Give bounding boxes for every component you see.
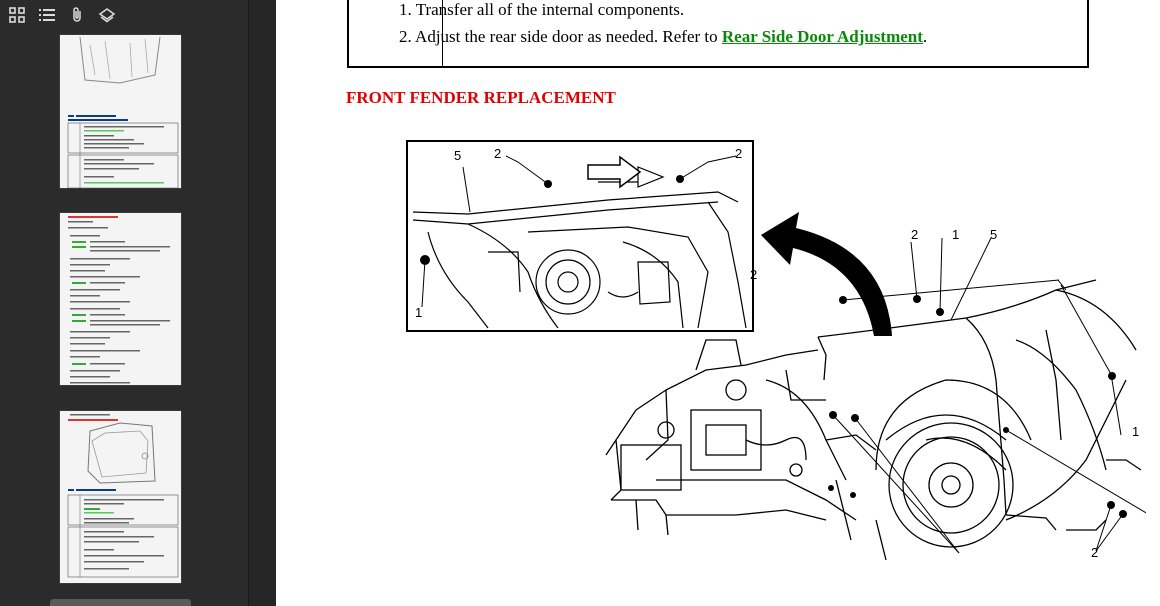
layers-icon [98, 8, 116, 23]
table-column-divider [442, 0, 443, 66]
front-fender-illustration: 5 2 2 1 2 2 1 5 1 2 4 3 [406, 140, 1146, 606]
inset-callout-5: 5 [454, 148, 462, 163]
procedure-step-1: 1. Transfer all of the internal componen… [399, 0, 685, 19]
vehicle-line-drawing [605, 212, 1146, 561]
attachments-button[interactable] [66, 4, 88, 26]
procedure-table [347, 0, 1089, 68]
removal-direction-arrow [761, 212, 892, 336]
page-thumbnail-2-preview [60, 213, 181, 385]
outline-button[interactable] [36, 4, 58, 26]
layers-button[interactable] [96, 4, 118, 26]
procedure-step-2: 2. Adjust the rear side door as needed. … [399, 27, 927, 47]
page-thumbnail-3[interactable] [59, 410, 182, 584]
page-thumbnail-1[interactable] [59, 34, 182, 189]
document-view: 1. Transfer all of the internal componen… [276, 0, 1160, 606]
forward-direction-arrow [587, 155, 642, 189]
rear-side-door-adjustment-link[interactable]: Rear Side Door Adjustment [721, 27, 923, 46]
paperclip-icon [73, 7, 81, 22]
callout-5-top: 5 [990, 227, 998, 242]
section-title: FRONT FENDER REPLACEMENT [346, 88, 616, 107]
page-thumbnail-2[interactable] [59, 212, 182, 386]
page-thumbnail-1-preview [60, 35, 181, 188]
sidebar-scrollbar[interactable] [50, 599, 191, 606]
inset-line-drawing [412, 155, 747, 329]
vehicle-front-scene [406, 140, 1146, 606]
inset-callout-2-left: 2 [494, 146, 502, 161]
inset-callout-1: 1 [415, 305, 423, 320]
inset-detail-view [406, 140, 754, 332]
thumbnail-sidebar [0, 0, 276, 606]
step-2-text: 2. Adjust the rear side door as needed. … [399, 27, 722, 46]
sidebar-resizer[interactable] [248, 0, 276, 606]
thumbnails-button[interactable] [6, 4, 28, 26]
callout-2-bottom: 2 [1091, 545, 1099, 560]
page-thumbnail-3-preview [60, 411, 181, 583]
callout-1-right: 1 [1132, 424, 1140, 439]
step-2-suffix: . [922, 27, 928, 46]
thumbnails-grid-icon [9, 7, 25, 23]
callout-2-top: 2 [911, 227, 919, 242]
sidebar-toolbar [0, 0, 276, 30]
callout-1-top: 1 [952, 227, 960, 242]
callout-2-upper-left: 2 [750, 267, 758, 282]
inset-callout-2-right: 2 [735, 146, 743, 161]
outline-list-icon [39, 9, 55, 21]
